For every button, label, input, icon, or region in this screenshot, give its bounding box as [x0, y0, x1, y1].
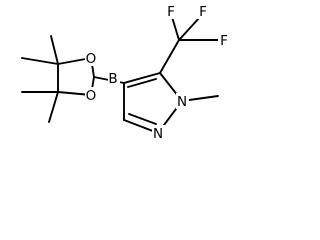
atom-f-top-right: F	[197, 3, 209, 20]
bond-methyl-lower-b	[48, 91, 59, 123]
bond-cf3-c5	[159, 39, 180, 74]
svg-text:O: O	[86, 51, 97, 67]
bond-c5-c4-double	[127, 78, 157, 88]
atom-o-lower: O	[85, 87, 98, 104]
bond-c3-n2-double	[128, 113, 157, 125]
atom-n1: N	[176, 93, 189, 110]
svg-text:N: N	[153, 126, 163, 142]
structure-diagram: F F F N N O O B	[21, 3, 230, 142]
atom-n2: N	[152, 125, 165, 142]
atom-o-upper: O	[85, 50, 98, 67]
bond-c-f-top-left	[171, 16, 180, 41]
svg-text:F: F	[167, 4, 175, 20]
bond-methyl-upper-a	[50, 35, 59, 65]
bond-c-f-top-right	[178, 16, 201, 41]
svg-text:F: F	[220, 33, 228, 49]
bond-methyl-upper-b	[21, 57, 59, 65]
atom-f-right: F	[218, 32, 230, 49]
bond-c5-c4	[123, 72, 161, 84]
atom-f-top-left: F	[165, 3, 177, 20]
svg-text:F: F	[199, 4, 207, 20]
svg-text:B: B	[108, 71, 117, 87]
atom-boron: B	[108, 70, 120, 87]
svg-text:O: O	[86, 88, 97, 104]
svg-text:N: N	[177, 94, 187, 110]
molecule-svg: F F F N N O O B	[21, 3, 230, 142]
